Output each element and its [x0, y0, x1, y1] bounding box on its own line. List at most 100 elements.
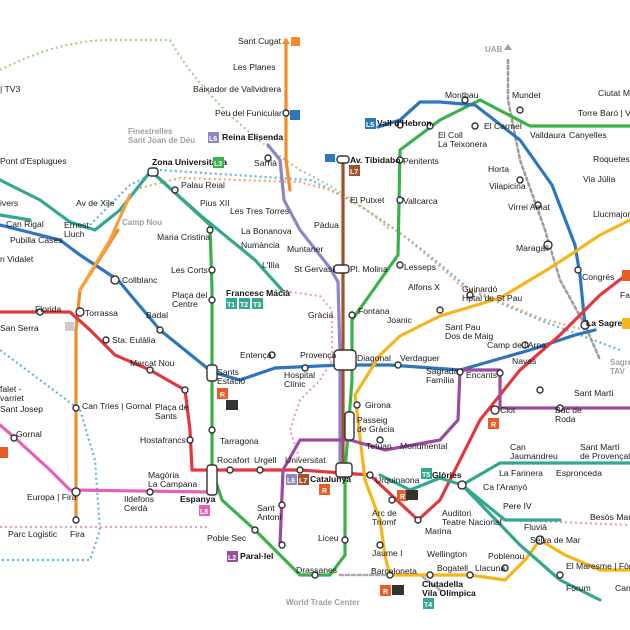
station-st-gervasi-pl-molina[interactable] [333, 264, 350, 274]
station-palau-reial[interactable] [171, 186, 179, 194]
station-entenca[interactable] [268, 351, 276, 359]
station-placa-centre[interactable] [208, 296, 216, 304]
station-maragall[interactable] [543, 240, 553, 250]
label-horta: Horta [488, 164, 509, 174]
station-sarria[interactable] [264, 154, 272, 162]
station-mercat-nou[interactable] [146, 366, 154, 374]
station-hospital-clinic[interactable] [301, 364, 309, 372]
station-penitents[interactable] [396, 156, 404, 164]
station-joanic[interactable] [436, 306, 444, 314]
station-girona[interactable] [353, 401, 361, 409]
label-barceloneta: Barceloneta [371, 566, 417, 576]
stations-layer [10, 96, 590, 579]
labels-layer: Sant Cugat Les Planes Baixador de Vallvi… [0, 36, 630, 607]
station-urgell[interactable] [256, 466, 264, 474]
badge-l7-tibidabo-text: L7 [350, 169, 358, 176]
station-tetuan[interactable] [376, 436, 384, 444]
station-sant-antoni[interactable] [278, 501, 286, 509]
arrow-up-uab-icon [504, 44, 512, 50]
badge-t3-text: T3 [253, 302, 261, 309]
station-vall-hebron[interactable] [396, 121, 404, 129]
label-hostafrancs: Hostafrancs [140, 435, 186, 445]
station-florida[interactable] [36, 308, 44, 316]
station-magoria[interactable] [146, 488, 154, 496]
station-el-carmel[interactable] [471, 122, 479, 130]
station-gornal[interactable] [10, 434, 18, 442]
station-torrassa[interactable] [75, 307, 85, 317]
label-entenca: Entença [240, 350, 272, 360]
station-el-coll[interactable] [426, 122, 434, 130]
badge-r-sants [217, 388, 228, 399]
label-zona-universitaria: Zona Universitària [152, 157, 227, 167]
station-marina[interactable] [414, 516, 422, 524]
station-les-corts[interactable] [208, 266, 216, 274]
station-collblanc[interactable] [110, 275, 120, 285]
station-mundet[interactable] [516, 106, 524, 114]
station-vallcarca[interactable] [396, 196, 404, 204]
station-clot[interactable] [490, 405, 500, 415]
train-icon-sant-cugat [291, 37, 300, 46]
station-guinardo[interactable] [466, 291, 474, 299]
label-la-sagrera: La Sagrera [586, 318, 630, 328]
label-canyelles: Canyelles [569, 130, 607, 140]
station-europa-fira[interactable] [71, 487, 81, 497]
station-bac-roda[interactable] [556, 404, 564, 412]
station-passeig-gracia[interactable] [344, 411, 355, 441]
station-peu-funicular[interactable] [282, 109, 290, 117]
station-ciutadella[interactable] [426, 571, 434, 579]
station-barceloneta[interactable] [386, 571, 394, 579]
label-tv3: | TV3 [0, 84, 20, 94]
station-av-tibidabo[interactable] [336, 155, 350, 164]
station-liceu[interactable] [341, 536, 349, 544]
station-badal[interactable] [156, 326, 164, 334]
station-el-maresme[interactable] [556, 571, 564, 579]
station-placa-sants[interactable] [181, 386, 189, 394]
station-montbau[interactable] [461, 96, 469, 104]
station-selva-mar[interactable] [535, 535, 545, 545]
station-espanya[interactable] [206, 464, 218, 496]
station-jaume-i[interactable] [376, 541, 384, 549]
station-maria-cristina[interactable] [206, 226, 214, 234]
station-catalunya[interactable] [335, 462, 353, 478]
badge-r-cat-text: R [322, 488, 327, 495]
station-llacuna[interactable] [466, 571, 474, 579]
station-drassanes[interactable] [311, 571, 319, 579]
station-fontana[interactable] [348, 311, 356, 319]
label-maria-cristina: Maria Cristina [157, 232, 210, 242]
station-glories[interactable] [457, 480, 467, 490]
label-torrassa: Torrassa [85, 308, 118, 318]
badge-l2-parallel [227, 551, 238, 562]
station-rocafort[interactable] [226, 466, 234, 474]
station-sagrada-familia[interactable] [456, 368, 464, 376]
station-poblenou[interactable] [501, 564, 509, 572]
station-can-tries[interactable] [72, 404, 80, 412]
station-virrei-amat[interactable] [534, 201, 542, 209]
station-vilapicina[interactable] [516, 176, 524, 184]
station-tarragona[interactable] [208, 426, 216, 434]
station-camp-arpa[interactable] [521, 341, 529, 349]
station-diagonal-provenca[interactable] [333, 349, 357, 371]
station-navas[interactable] [536, 386, 544, 394]
station-parallel[interactable] [278, 541, 286, 549]
label-pont-esplugues: Pont d'Esplugues [0, 156, 67, 166]
station-poble-sec[interactable] [251, 526, 259, 534]
label-liceu: Liceu [318, 533, 339, 543]
station-sta-eulalia[interactable] [102, 336, 110, 344]
station-sants-estacio[interactable] [206, 364, 218, 382]
badge-l6-reina [208, 132, 219, 143]
station-verdaguer[interactable] [394, 361, 402, 369]
station-universitat[interactable] [296, 466, 304, 474]
label-st-gervasi: St Gervasi [294, 264, 334, 274]
station-zona-universitaria[interactable] [147, 167, 159, 177]
station-urquinaona[interactable] [366, 471, 374, 479]
label-verdaguer: Verdaguer [400, 353, 440, 363]
station-la-sagrera[interactable] [580, 320, 590, 330]
station-lesseps[interactable] [396, 261, 404, 269]
station-congres[interactable] [574, 266, 582, 274]
station-encants[interactable] [496, 369, 504, 377]
l10-upper-line [89, 168, 621, 352]
station-hostafrancs[interactable] [186, 436, 194, 444]
station-arc-triomf[interactable] [388, 496, 396, 504]
station-fira[interactable] [72, 516, 80, 524]
